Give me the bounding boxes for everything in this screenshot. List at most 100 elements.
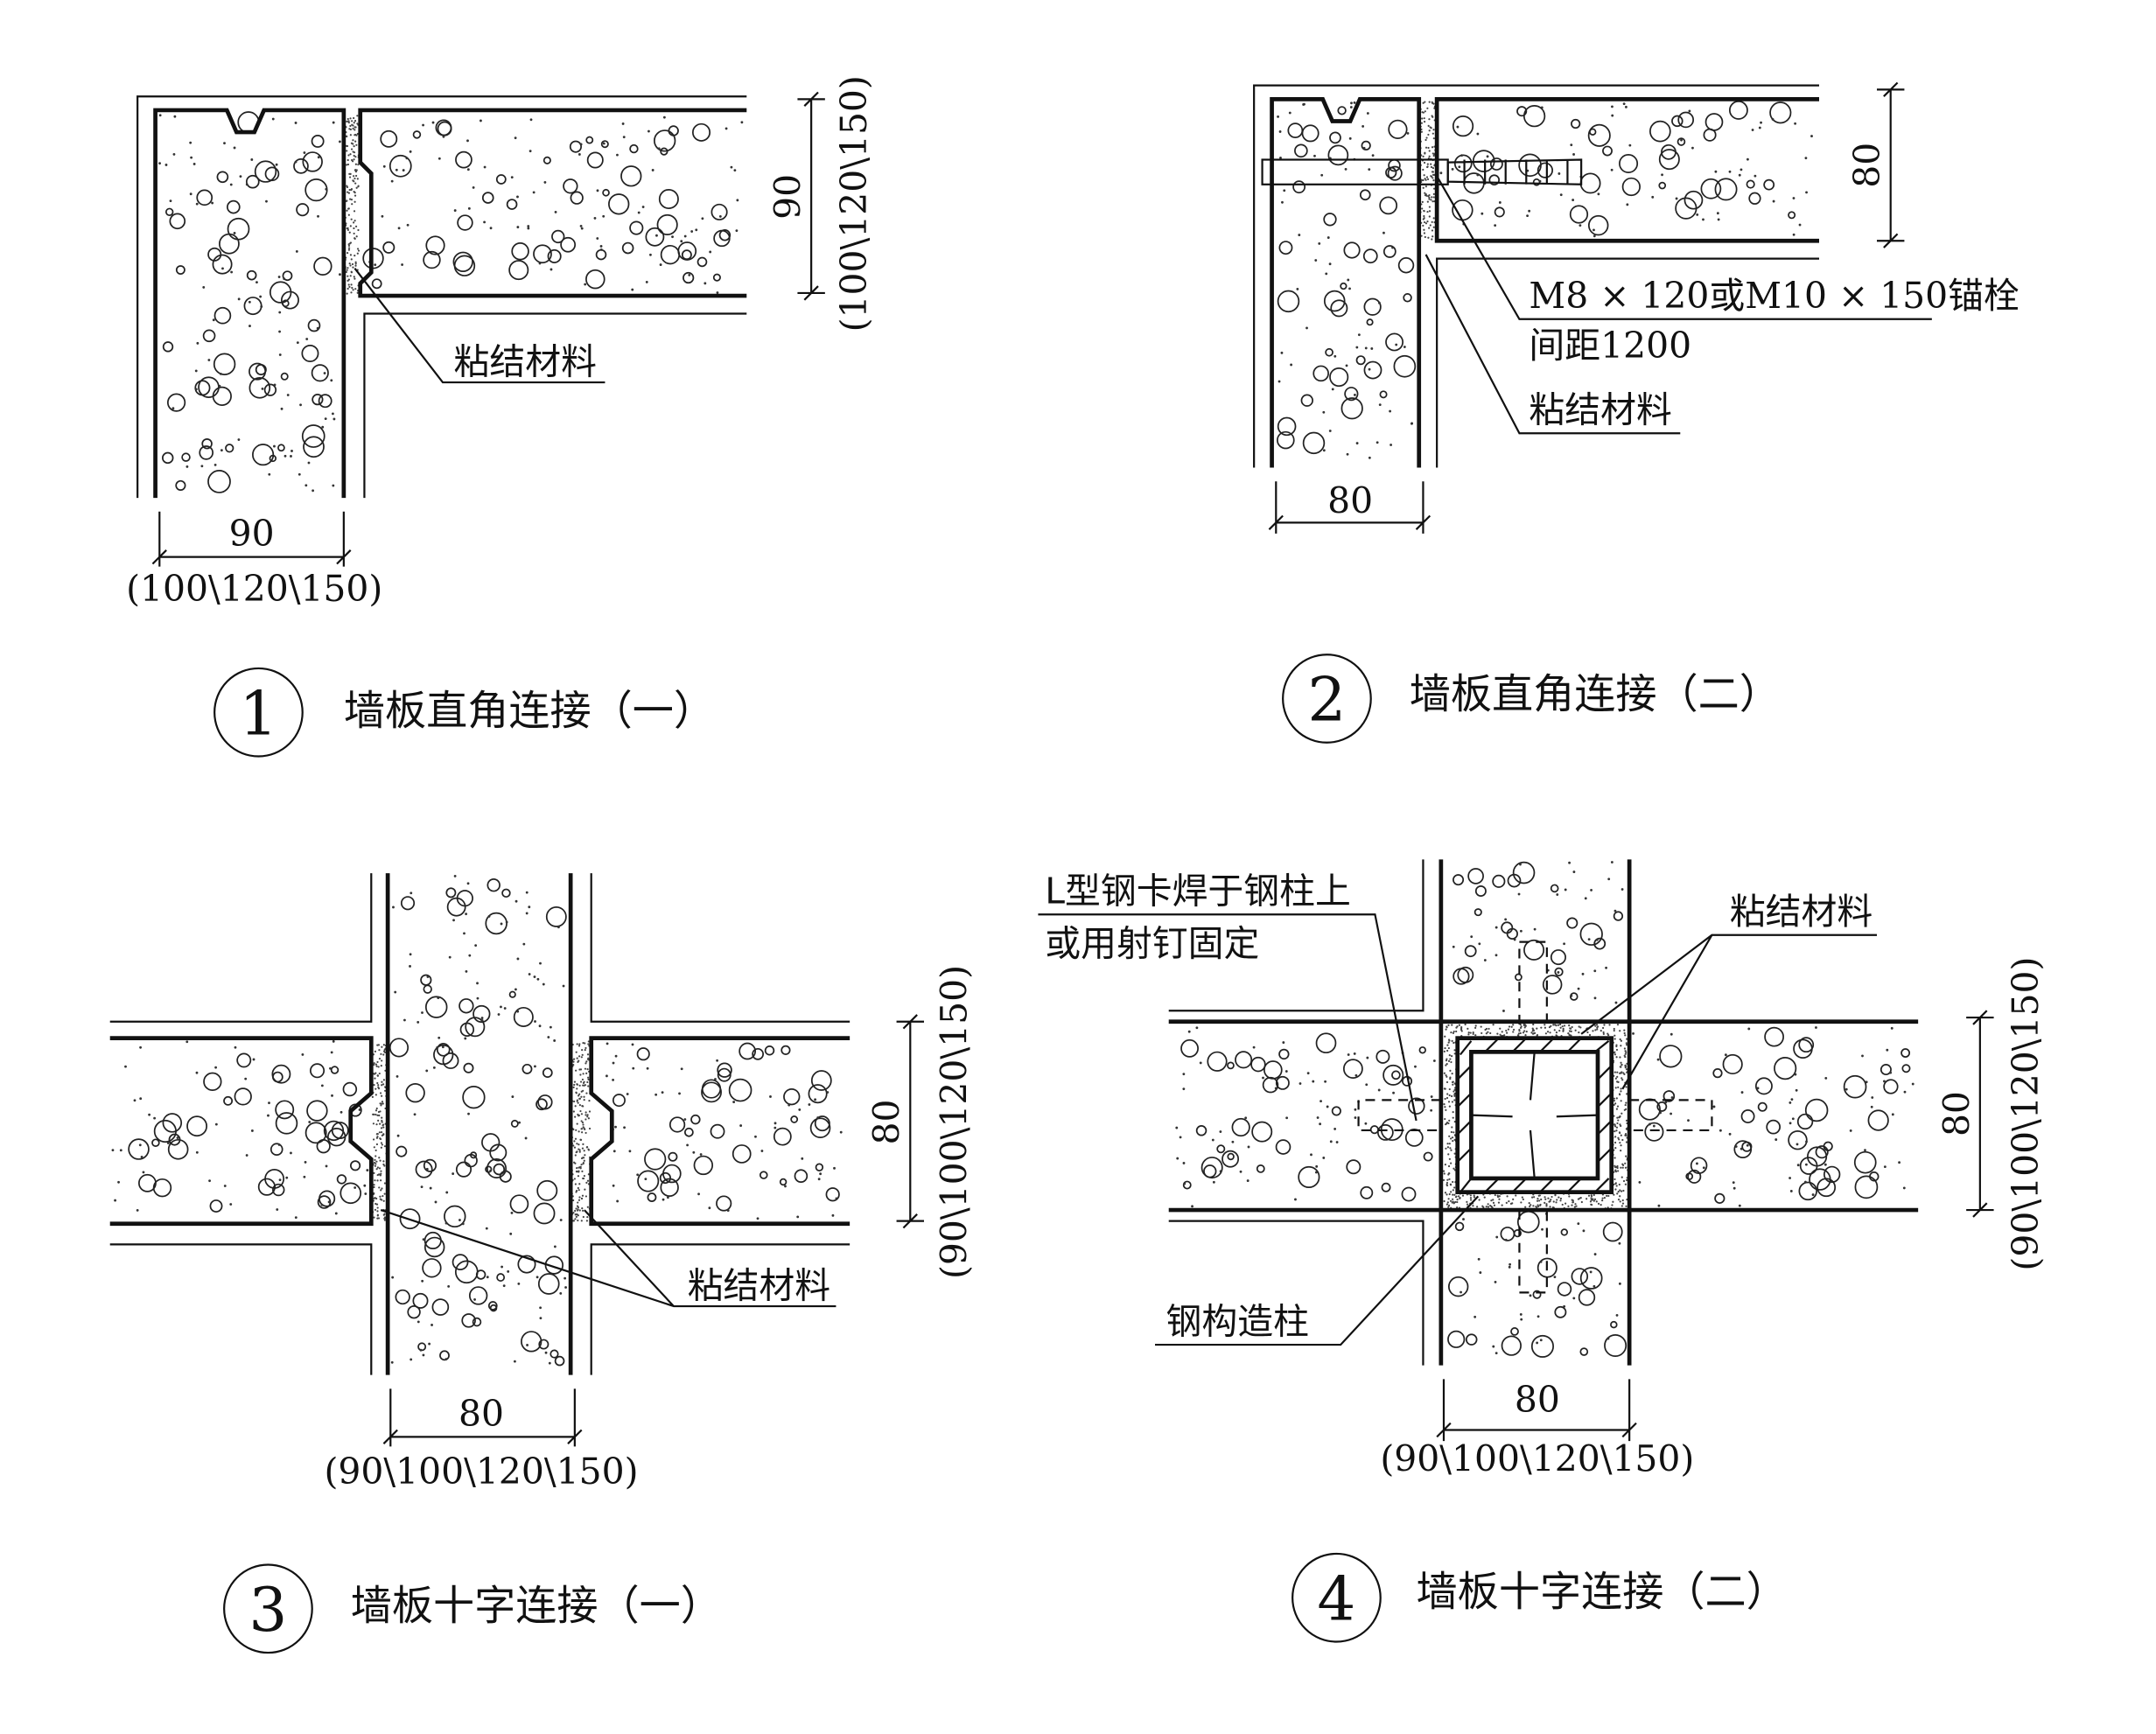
aggregate-mark bbox=[1464, 945, 1477, 958]
aggregate-dot bbox=[273, 383, 276, 387]
aggregate-mark bbox=[485, 1165, 493, 1173]
aggregate-dot bbox=[1520, 1318, 1523, 1321]
dimension-line bbox=[151, 511, 352, 567]
glue-dot bbox=[579, 1080, 583, 1083]
outer-line bbox=[1168, 859, 1424, 1366]
glue-dot bbox=[378, 1072, 381, 1075]
aggregate-dot bbox=[518, 1121, 522, 1124]
aggregate-dot bbox=[452, 919, 455, 922]
glue-dot bbox=[347, 207, 350, 210]
glue-dot bbox=[1544, 1032, 1548, 1035]
glue-dot bbox=[345, 270, 347, 274]
glue-dot bbox=[1573, 1206, 1576, 1208]
aggregate-mark bbox=[396, 1145, 408, 1157]
aggregate-dot bbox=[489, 1169, 493, 1172]
aggregate-mark bbox=[1571, 118, 1581, 129]
glue-dot bbox=[1613, 1097, 1615, 1100]
aggregate-dot bbox=[774, 1126, 777, 1129]
glue-dot bbox=[1432, 217, 1435, 220]
aggregate-mark bbox=[485, 912, 508, 935]
aggregate-dot bbox=[1865, 1080, 1868, 1084]
glue-dot bbox=[573, 1080, 577, 1083]
aggregate-mark bbox=[1262, 1076, 1279, 1094]
aggregate-dot bbox=[547, 1036, 550, 1038]
glue-dot bbox=[348, 231, 351, 234]
glue-dot bbox=[345, 135, 348, 137]
glue-dot bbox=[354, 177, 356, 180]
glue-dot bbox=[374, 1149, 377, 1152]
glue-dot bbox=[346, 292, 348, 295]
aggregate-dot bbox=[578, 153, 581, 156]
glue-dot bbox=[583, 1150, 585, 1152]
glue-dot bbox=[1430, 163, 1432, 165]
outer-line bbox=[1253, 84, 1819, 468]
aggregate-dot bbox=[340, 1110, 343, 1114]
glue-dot bbox=[379, 1159, 382, 1162]
dim-text: (90\100\120\150) bbox=[325, 1451, 639, 1493]
aggregate-dot bbox=[626, 1093, 629, 1095]
glue-dot bbox=[1568, 1030, 1572, 1032]
aggregate-dot bbox=[1494, 1352, 1498, 1355]
glue-dot bbox=[1544, 1196, 1546, 1199]
aggregate-dot bbox=[245, 1154, 248, 1157]
aggregate-dot bbox=[1364, 1122, 1368, 1125]
aggregate-dot bbox=[334, 1212, 338, 1215]
glue-dot bbox=[1562, 1027, 1564, 1030]
aggregate-dot bbox=[1902, 1186, 1906, 1190]
glue-dot bbox=[380, 1179, 382, 1182]
aggregate-dot bbox=[331, 1094, 333, 1097]
aggregate-dot bbox=[426, 975, 430, 978]
aggregate-dot bbox=[1278, 130, 1282, 133]
glue-dot bbox=[353, 145, 355, 148]
glue-dot bbox=[582, 1041, 584, 1045]
aggregate-dot bbox=[1315, 1164, 1319, 1168]
aggregate-dot bbox=[1345, 364, 1348, 367]
aggregate-dot bbox=[136, 1208, 139, 1212]
outer-line bbox=[363, 312, 747, 499]
glue-dot bbox=[1617, 1191, 1620, 1193]
aggregate-mark bbox=[1712, 1067, 1723, 1079]
aggregate-dot bbox=[1310, 1153, 1312, 1157]
aggregate-mark bbox=[327, 1127, 346, 1147]
glue-dot bbox=[1620, 1066, 1622, 1068]
aggregate-dot bbox=[612, 1184, 615, 1187]
glue-dot bbox=[377, 1084, 380, 1087]
aggregate-mark bbox=[1275, 1075, 1290, 1090]
glue-dot bbox=[374, 1072, 377, 1074]
aggregate-mark bbox=[1746, 179, 1755, 189]
glue-dot bbox=[1525, 1031, 1528, 1033]
aggregate-dot bbox=[277, 1143, 281, 1146]
glue-dot bbox=[1472, 1031, 1474, 1034]
aggregate-mark bbox=[280, 372, 289, 381]
aggregate-dot bbox=[671, 235, 674, 239]
aggregate-dot bbox=[476, 996, 480, 1000]
aggregate-dot bbox=[680, 1067, 683, 1071]
glue-dot bbox=[382, 1160, 385, 1163]
glue-dot bbox=[1432, 102, 1435, 105]
aggregate-mark bbox=[1658, 149, 1680, 171]
outer-line bbox=[109, 873, 850, 1375]
glue-dot bbox=[1518, 1030, 1521, 1032]
glue-dot bbox=[575, 1051, 578, 1053]
aggregate-mark bbox=[439, 1350, 450, 1361]
glue-dot bbox=[354, 163, 357, 165]
aggregate-dot bbox=[1883, 1080, 1886, 1083]
aggregate-dot bbox=[164, 164, 168, 166]
glue-dot bbox=[1444, 1035, 1446, 1038]
aggregate-dot bbox=[1804, 157, 1808, 160]
aggregate-mark bbox=[1404, 1129, 1424, 1147]
glue-dot bbox=[354, 255, 356, 257]
aggregate-mark bbox=[1900, 1048, 1911, 1058]
glue-dot bbox=[1620, 1205, 1623, 1207]
glue-dot bbox=[1461, 1194, 1465, 1197]
aggregate-mark bbox=[1301, 124, 1320, 143]
aggregate-dot bbox=[1810, 135, 1813, 137]
aggregate-dot bbox=[1191, 1205, 1194, 1208]
aggregate-mark bbox=[458, 998, 474, 1014]
glue-dot bbox=[1423, 209, 1425, 213]
glue-dot bbox=[1618, 1183, 1620, 1186]
dimension-line bbox=[1268, 481, 1432, 534]
glue-dot bbox=[1492, 1024, 1494, 1026]
aggregate-dot bbox=[268, 472, 271, 476]
aggregate-dot bbox=[323, 372, 326, 374]
